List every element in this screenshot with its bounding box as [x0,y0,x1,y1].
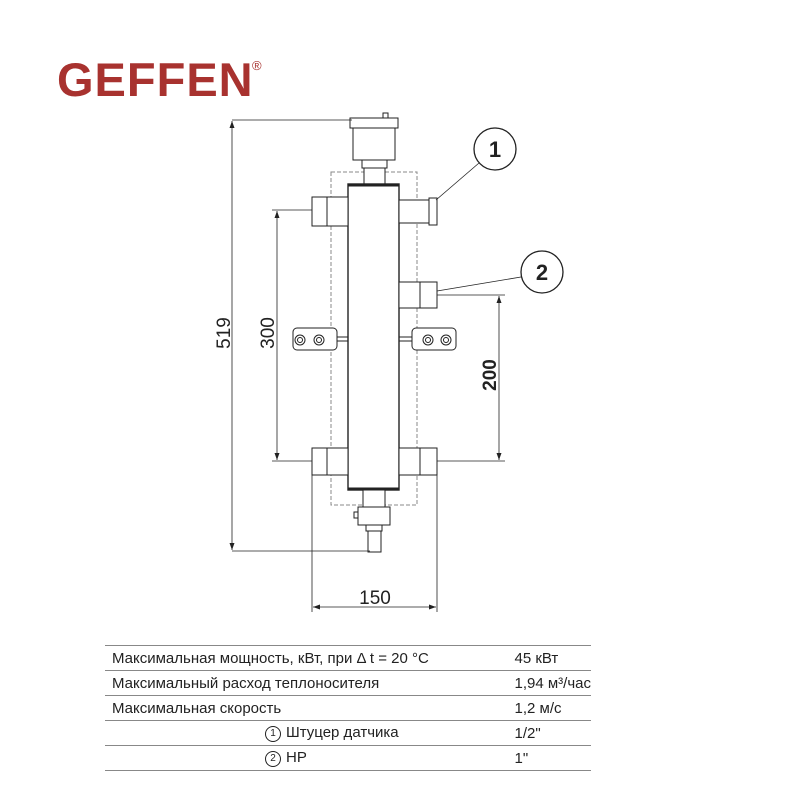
registered-mark: ® [252,58,262,73]
callout-1-circle [473,127,517,171]
dim-label-519: 519 [214,317,235,349]
spec-label: Максимальная скорость [105,695,515,721]
bracket-right [399,327,457,351]
table-row: Максимальная мощность, кВт, при Δ t = 20… [105,645,591,671]
spec-value: 1" [514,745,591,771]
table-row: 1 Штуцер датчика 1/2" [105,720,591,746]
hydraulic-separator-drawing: 519 300 200 150 1 2 [214,112,564,612]
dim-label-300: 300 [258,317,279,349]
drain-valve [353,489,391,553]
spec-value: 45 кВт [514,645,591,671]
spec-label: Штуцер датчика [286,724,399,742]
callout-number-badge: 1 [265,725,281,742]
spec-value: 1,2 м/с [514,695,591,721]
bracket-left [292,327,348,351]
dim-label-200: 200 [480,359,501,391]
main-column [347,183,400,491]
spec-label: Максимальная мощность, кВт, при Δ t = 20… [105,645,515,671]
callout-2-label: 2 [536,260,548,285]
spec-value: 1,94 м³/час [514,670,591,696]
callout-1-label: 1 [489,137,501,162]
pipe-lower-left [311,447,349,476]
spec-label: HP [286,749,307,767]
table-row: Максимальная скорость 1,2 м/с [105,695,591,721]
table-row: 2 HP 1" [105,745,591,771]
pipe-upper-right-sensor [398,197,438,226]
spec-label: Максимальный расход теплоносителя [105,670,515,696]
air-vent [349,112,399,185]
pipe-upper-left [311,196,349,227]
pipe-middle-right [398,281,438,309]
dim-label-150: 150 [359,588,391,609]
spec-value: 1/2" [514,720,591,746]
pipe-lower-right [398,447,438,476]
spec-table: Максимальная мощность, кВт, при Δ t = 20… [105,645,591,771]
callout-number-badge: 2 [265,750,281,767]
table-row: Максимальный расход теплоносителя 1,94 м… [105,670,591,696]
brand-logo: GEFFEN [57,53,254,106]
callout-2-circle [520,250,564,294]
